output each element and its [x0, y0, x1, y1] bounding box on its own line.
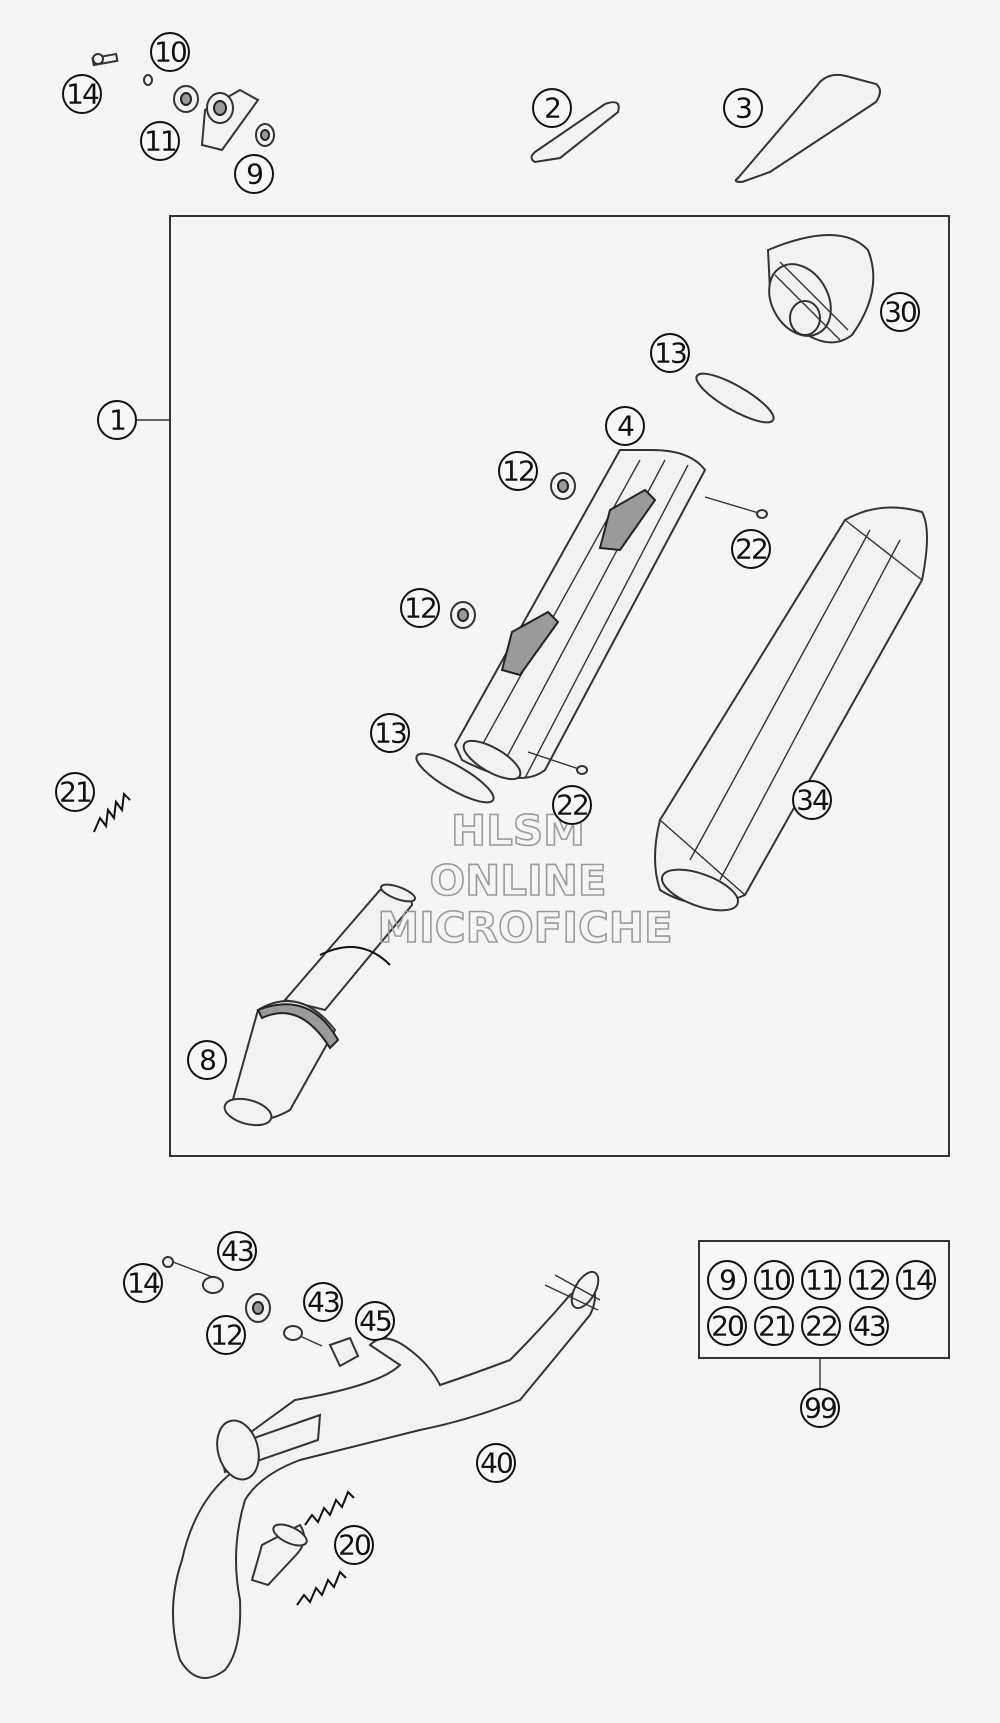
callout-12-bottom: 12: [206, 1315, 246, 1355]
svg-text:40: 40: [480, 1447, 512, 1480]
callout-14-bottom: 14: [123, 1263, 163, 1303]
svg-text:30: 30: [884, 296, 916, 329]
callout-9-top: 9: [234, 154, 274, 194]
callout-1: 1: [97, 400, 137, 440]
svg-text:12: 12: [210, 1319, 242, 1352]
svg-text:2: 2: [544, 92, 560, 125]
callout-12-upper: 12: [498, 451, 538, 491]
callout-40: 40: [476, 1443, 516, 1483]
kit-callout-12: 12: [849, 1260, 889, 1300]
callout-30: 30: [880, 292, 920, 332]
svg-text:4: 4: [617, 410, 634, 443]
svg-text:21: 21: [59, 776, 91, 809]
svg-text:14: 14: [127, 1267, 160, 1300]
header-pipe: [171, 1270, 601, 1679]
header-hardware: [162, 1256, 360, 1368]
springs-pair: [296, 1490, 355, 1606]
watermark-line2: ONLINE: [429, 856, 606, 905]
svg-text:9: 9: [246, 158, 262, 191]
svg-text:14: 14: [66, 78, 99, 111]
callout-2: 2: [532, 88, 572, 128]
kit-callout-21: 21: [754, 1306, 794, 1346]
rivet-upper: [704, 496, 768, 519]
svg-text:10: 10: [758, 1264, 790, 1297]
svg-text:13: 13: [374, 717, 406, 750]
kit-callout-11: 11: [801, 1260, 841, 1300]
callout-34: 34: [792, 780, 832, 820]
callout-21: 21: [55, 772, 95, 812]
kit-callout-20: 20: [707, 1306, 747, 1346]
watermark: HLSM ONLINE MICROFICHE: [377, 805, 674, 953]
spring-single: [93, 791, 131, 833]
watermark-line3: MICROFICHE: [377, 903, 672, 952]
svg-text:8: 8: [199, 1044, 215, 1077]
callout-13-lower: 13: [370, 713, 410, 753]
svg-text:22: 22: [735, 533, 767, 566]
callout-22-lower: 22: [552, 785, 592, 825]
callout-11-top: 11: [140, 121, 180, 161]
callout-43-top: 43: [217, 1231, 257, 1271]
silencer-body: [453, 449, 707, 781]
link-pipe: [223, 883, 417, 1127]
kit-callout-9: 9: [707, 1260, 747, 1300]
svg-text:20: 20: [711, 1310, 743, 1343]
callout-3: 3: [723, 88, 763, 128]
gasket-lower: [415, 752, 495, 804]
callout-14-top: 14: [62, 74, 102, 114]
callout-4: 4: [605, 406, 645, 446]
svg-text:11: 11: [805, 1264, 837, 1297]
svg-text:12: 12: [404, 592, 436, 625]
svg-text:45: 45: [359, 1305, 391, 1338]
svg-text:9: 9: [719, 1264, 735, 1297]
kit-callout-43: 43: [849, 1306, 889, 1346]
svg-text:43: 43: [221, 1235, 253, 1268]
svg-text:11: 11: [144, 125, 176, 158]
svg-text:20: 20: [338, 1529, 370, 1562]
svg-text:3: 3: [735, 92, 751, 125]
svg-text:99: 99: [804, 1392, 836, 1425]
svg-text:22: 22: [556, 789, 588, 822]
svg-text:43: 43: [853, 1310, 885, 1343]
callout-10-top: 10: [150, 32, 190, 72]
kit-callout-10: 10: [754, 1260, 794, 1300]
callout-12-lower: 12: [400, 588, 440, 628]
svg-text:22: 22: [805, 1310, 837, 1343]
kit-callout-22: 22: [801, 1306, 841, 1346]
svg-text:10: 10: [154, 36, 186, 69]
rivet-lower: [527, 751, 588, 775]
callout-22-upper: 22: [731, 529, 771, 569]
callout-43-mid: 43: [303, 1282, 343, 1322]
gasket-upper: [695, 372, 775, 424]
svg-text:13: 13: [654, 337, 686, 370]
grommet-lower: [450, 601, 476, 629]
kit-callout-14: 14: [896, 1260, 936, 1300]
svg-text:43: 43: [307, 1286, 339, 1319]
callout-20: 20: [334, 1525, 374, 1565]
heat-shield-large: [734, 73, 881, 184]
silencer-sleeve: [654, 506, 928, 912]
end-cap: [766, 234, 875, 344]
grommet-upper: [550, 472, 576, 500]
bracket-hardware: [91, 52, 275, 152]
assembly-frame: [169, 215, 950, 1157]
callout-99: 99: [800, 1388, 840, 1428]
callout-8: 8: [187, 1040, 227, 1080]
heat-shield-small: [530, 101, 620, 164]
svg-text:21: 21: [758, 1310, 790, 1343]
svg-text:1: 1: [109, 404, 125, 437]
callout-45: 45: [355, 1301, 395, 1341]
svg-text:34: 34: [796, 784, 829, 817]
callout-13-upper: 13: [650, 333, 690, 373]
svg-text:12: 12: [853, 1264, 885, 1297]
svg-text:14: 14: [900, 1264, 933, 1297]
svg-text:12: 12: [502, 455, 534, 488]
